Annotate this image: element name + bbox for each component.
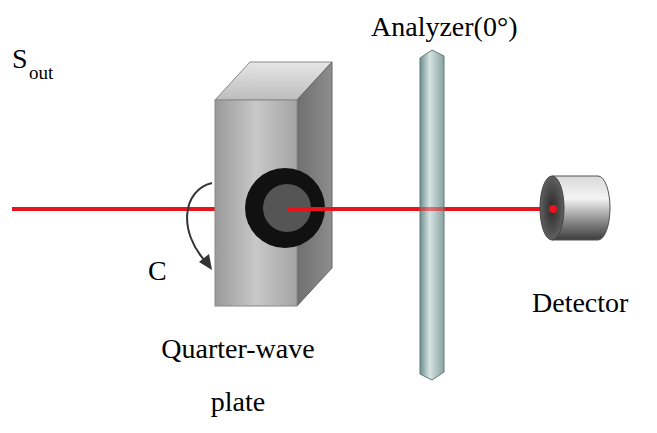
signal-label: S — [12, 44, 28, 75]
arrow-head — [199, 254, 212, 270]
detector-face — [540, 176, 564, 240]
rotation-arrow — [187, 183, 212, 262]
laser-beam — [287, 207, 556, 211]
laser-beam — [12, 207, 215, 211]
component-label: Detector — [532, 288, 628, 319]
component-label: Quarter-wave plate — [138, 322, 338, 428]
signal-subscript: out — [29, 63, 53, 84]
beam-spot — [549, 205, 557, 213]
component-label: Analyzer(0°) — [371, 12, 517, 43]
rotation-label: C — [148, 256, 167, 287]
laser-beam — [420, 207, 444, 211]
analyzer-plate — [420, 50, 444, 380]
